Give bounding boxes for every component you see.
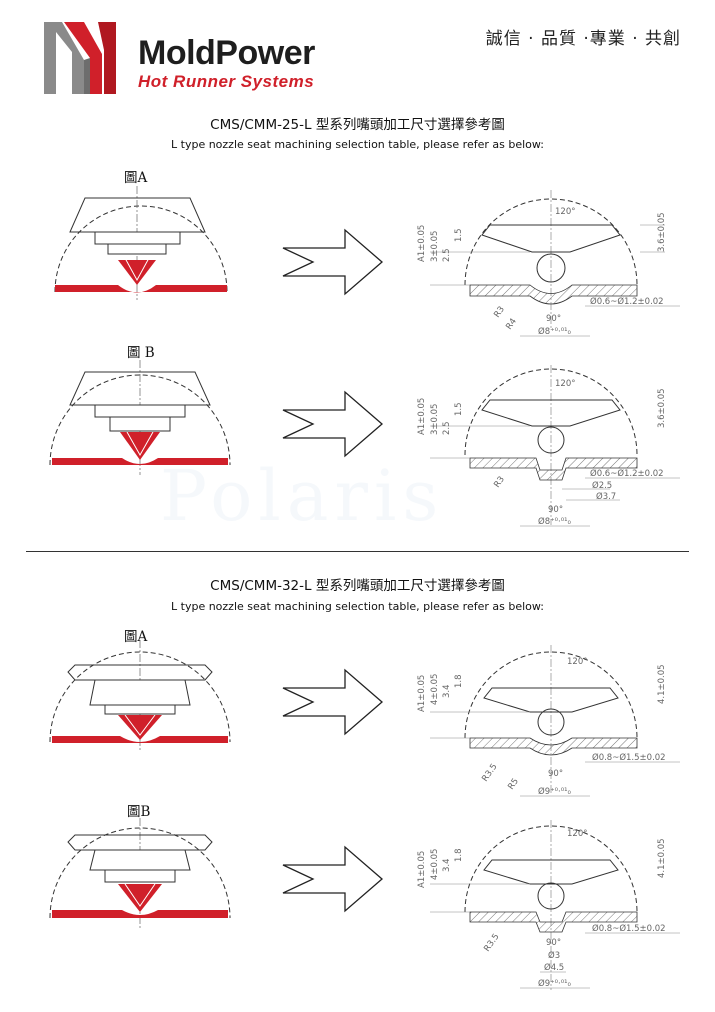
dim-angle-top: 120° (555, 207, 575, 217)
nozzle-seat-section: 120° A1±0.05 3±0.05 2.5 1.5 3.6±0.05 R3 … (417, 365, 680, 527)
dim-a1: A1±0.05 (417, 398, 427, 435)
dim-depth-2: 2.5 (442, 421, 452, 435)
direction-arrow (282, 845, 383, 913)
nozzle-seat-section: 120° A1±0.05 3±0.05 2.5 1.5 3.6±0.05 R3 … (417, 190, 680, 337)
dim-right-height: 3.6±0.05 (657, 212, 667, 252)
nozzle-drawing-left (49, 640, 231, 752)
direction-arrow (282, 390, 383, 458)
nozzle-seat-section: 120° A1±0.05 4±0.05 3.4 1.8 4.1±0.05 R3.… (417, 820, 680, 990)
dim-depth-3: 1.8 (454, 674, 464, 688)
dim-depth-2: 3.4 (442, 858, 452, 872)
dim-outer-diameter: Ø8⁺⁰·⁰¹₀ (538, 326, 572, 337)
nozzle-drawing-left (49, 818, 231, 928)
dim-bore: Ø0.8~Ø1.5±0.02 (592, 923, 666, 934)
section-subtitle: L type nozzle seat machining selection t… (171, 600, 544, 613)
dim-outer-diameter: Ø9⁺⁰·⁰¹₀ (538, 978, 572, 989)
dim-angle-bottom: 90° (548, 769, 563, 779)
dim-bore: Ø0.8~Ø1.5±0.02 (592, 752, 666, 763)
nozzle-seat-section: 120° A1±0.05 4±0.05 3.4 1.8 4.1±0.05 R3.… (417, 645, 680, 797)
dim-depth-1: 4±0.05 (430, 674, 440, 705)
dim-a1: A1±0.05 (417, 225, 427, 262)
dim-radius-1: R3.5 (482, 932, 501, 954)
dim-right-height: 4.1±0.05 (657, 664, 667, 704)
dim-depth-2: 2.5 (442, 248, 452, 262)
dim-outer-step: Ø4.5 (544, 962, 564, 973)
dim-angle-bottom: 90° (546, 314, 561, 324)
dim-outer-step: Ø3.7 (596, 491, 616, 502)
dim-radius-2: R5 (506, 777, 521, 792)
figure-label: 圖B (127, 804, 151, 820)
dim-depth-1: 3±0.05 (430, 231, 440, 262)
figure-label: 圖A (124, 629, 148, 645)
dim-a1: A1±0.05 (417, 675, 427, 712)
figure-label: 圖A (124, 170, 148, 186)
dim-radius-1: R3 (492, 305, 507, 320)
brand-tagline: Hot Runner Systems (138, 72, 315, 91)
company-motto: 誠信 · 品質 ·專業 · 共創 (485, 29, 681, 49)
dim-mid-diameter: Ø3 (548, 950, 560, 961)
dim-angle-top: 120° (567, 829, 587, 839)
watermark-text: Polaris (160, 455, 445, 537)
brand-name: MoldPower (138, 34, 315, 72)
dim-a1: A1±0.05 (417, 851, 427, 888)
nozzle-drawing-left (49, 360, 231, 475)
section-subtitle: L type nozzle seat machining selection t… (171, 138, 544, 151)
dim-mid-diameter: Ø2.5 (592, 480, 612, 491)
dim-depth-1: 4±0.05 (430, 849, 440, 880)
section-title: CMS/CMM-25-L 型系列嘴頭加工尺寸選擇參考圖 (210, 117, 505, 133)
dim-outer-diameter: Ø8⁺⁰·⁰¹₀ (538, 516, 572, 527)
dim-bore: Ø0.6~Ø1.2±0.02 (590, 296, 664, 307)
dim-angle-top: 120° (555, 379, 575, 389)
dim-radius-1: R3.5 (480, 762, 499, 784)
dim-angle-bottom: 90° (546, 938, 561, 948)
section-divider (26, 551, 689, 552)
dim-radius-1: R3 (492, 475, 507, 490)
dim-angle-top: 120° (567, 657, 587, 667)
dim-depth-1: 3±0.05 (430, 404, 440, 435)
dim-depth-3: 1.5 (454, 228, 464, 242)
direction-arrow (282, 668, 383, 736)
dim-depth-3: 1.8 (454, 848, 464, 862)
company-logo: MoldPower Hot Runner Systems (40, 14, 360, 99)
direction-arrow (282, 228, 383, 296)
logo-m-mark (44, 22, 116, 94)
dim-depth-3: 1.5 (454, 402, 464, 416)
dim-right-height: 3.6±0.05 (657, 388, 667, 428)
dim-depth-2: 3.4 (442, 684, 452, 698)
dim-angle-bottom: 90° (548, 505, 563, 515)
figure-label: 圖 B (127, 345, 155, 361)
dim-right-height: 4.1±0.05 (657, 838, 667, 878)
nozzle-drawing-left (54, 186, 228, 300)
dim-radius-2: R4 (504, 317, 519, 332)
section-title: CMS/CMM-32-L 型系列嘴頭加工尺寸選擇參考圖 (210, 578, 505, 594)
dim-bore: Ø0.6~Ø1.2±0.02 (590, 468, 664, 479)
dim-outer-diameter: Ø9⁺⁰·⁰¹₀ (538, 786, 572, 797)
